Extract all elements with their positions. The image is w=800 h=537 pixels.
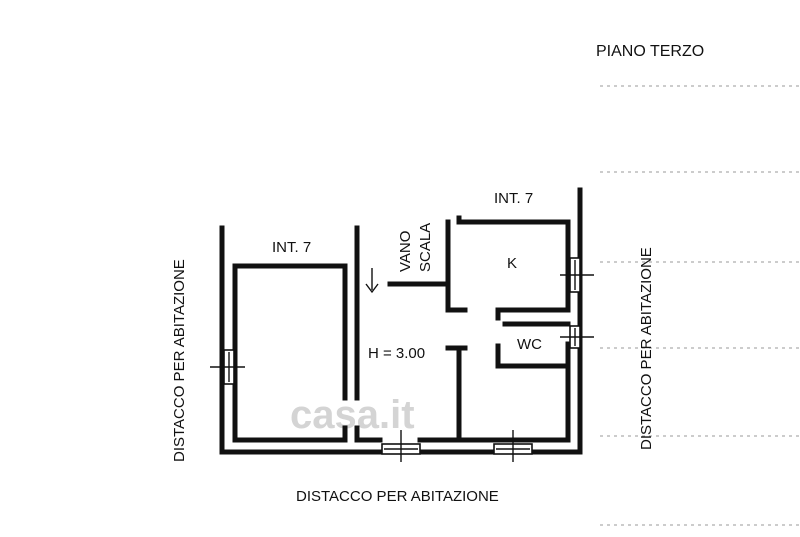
window-bottom-center	[381, 430, 421, 462]
corridor-walls	[387, 219, 571, 443]
window-wc	[560, 325, 594, 349]
setback-label-bottom: DISTACCO PER ABITAZIONE	[296, 488, 499, 505]
watermark: casa.it	[290, 393, 415, 437]
window-bottom-right	[493, 430, 533, 462]
unit-label-left: INT. 7	[272, 239, 311, 256]
windows	[210, 257, 594, 462]
window-kitchen	[560, 257, 594, 293]
setback-label-right: DISTACCO PER ABITAZIONE	[638, 247, 655, 450]
unit-label-right: INT. 7	[494, 190, 533, 207]
ceiling-height-label: H = 3.00	[368, 345, 425, 362]
stair-label-line1: VANO	[397, 231, 414, 272]
kitchen-wc-walls	[495, 307, 571, 369]
margin-guide-lines	[600, 85, 800, 526]
left-room-walls	[232, 225, 383, 443]
room-label-kitchen: K	[507, 255, 517, 272]
stair-label-line2: SCALA	[417, 223, 434, 272]
room-label-wc: WC	[517, 336, 542, 353]
stair-arrow-icon	[365, 268, 379, 294]
window-left	[210, 349, 245, 385]
setback-label-left: DISTACCO PER ABITAZIONE	[171, 259, 188, 462]
floor-title: PIANO TERZO	[596, 43, 704, 60]
stair-label: VANO SCALA	[397, 223, 434, 272]
